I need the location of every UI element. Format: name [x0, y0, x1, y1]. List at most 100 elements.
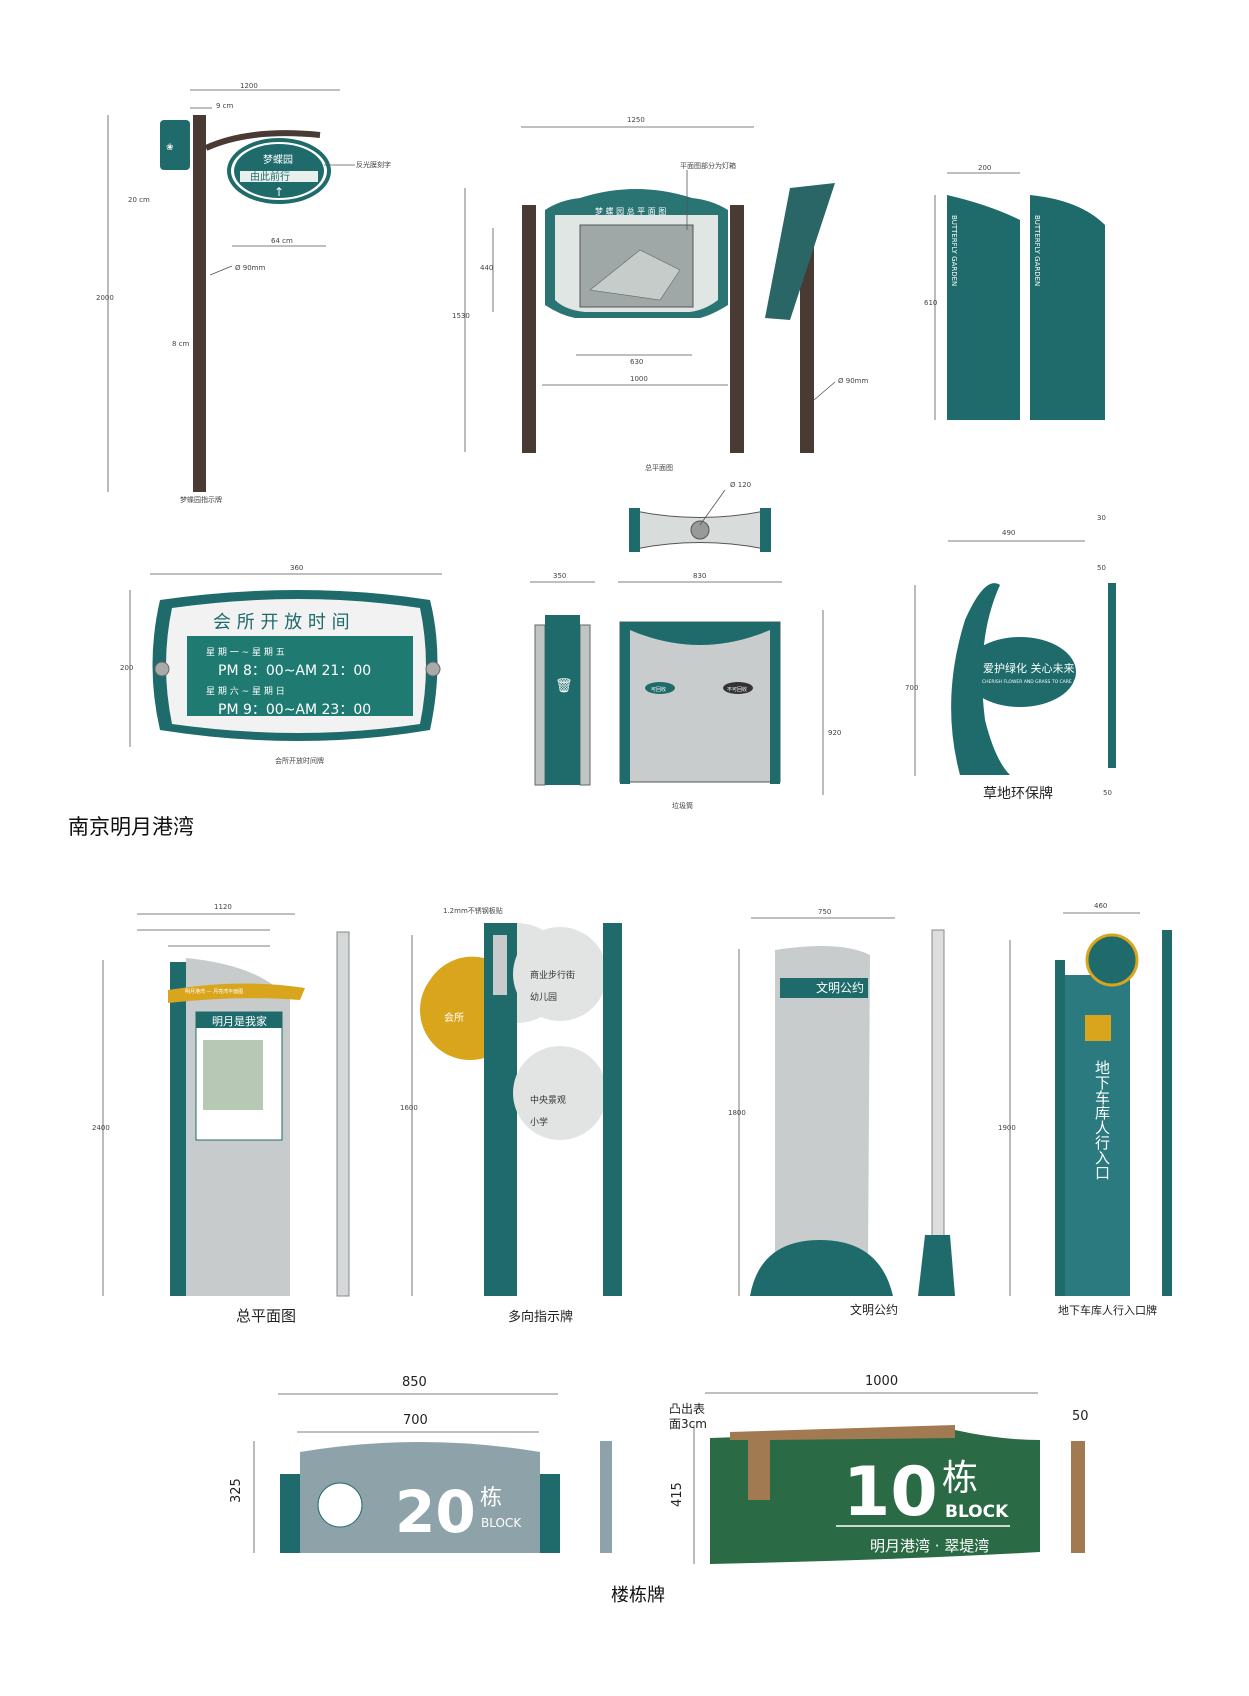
svg-text:10: 10 [843, 1453, 938, 1532]
caption: 多向指示牌 [508, 1309, 573, 1325]
dim-label: 1000 [630, 375, 648, 383]
svg-text:PM 8：00~AM 21：00: PM 8：00~AM 21：00 [218, 663, 371, 679]
lawn-sign: 490 700 爱护绿化 关心未来 CHERISH FLOWER AND GRA… [905, 514, 1116, 802]
svg-text:1.2mm不锈钢板贴: 1.2mm不锈钢板贴 [443, 906, 503, 915]
block20-panel [300, 1442, 540, 1553]
svg-text:栋: 栋 [942, 1458, 978, 1499]
sign-name: 梦蝶园 [263, 153, 293, 166]
direction-sign: 1.2mm不锈钢板贴 会所 商业步行街 幼儿园 中央景观 小学 1600 多向指… [400, 906, 622, 1325]
dim-label: 440 [480, 264, 493, 272]
svg-text:325: 325 [229, 1478, 244, 1503]
svg-text:星 期 六 ~ 星 期 日: 星 期 六 ~ 星 期 日 [206, 685, 285, 697]
caption: 会所开放时间牌 [275, 756, 324, 765]
svg-text:小学: 小学 [530, 1116, 548, 1128]
caption: 地下车库人行入口牌 [1058, 1303, 1157, 1317]
dim-label: 1250 [627, 116, 645, 124]
dim-label: 200 [978, 164, 991, 172]
svg-text:460: 460 [1094, 902, 1107, 910]
svg-text:地下车库人行入口: 地下车库人行入口 [1093, 1060, 1111, 1180]
svg-text:850: 850 [402, 1375, 427, 1390]
caption: 文明公约 [850, 1302, 898, 1317]
post-left [522, 205, 536, 453]
board-side [336, 931, 350, 1297]
svg-text:商业步行街: 商业步行街 [530, 969, 575, 981]
svg-text:BUTTERFLY GARDEN: BUTTERFLY GARDEN [950, 215, 958, 286]
lawn-side [1108, 583, 1116, 768]
sign-panel-left [947, 195, 1020, 420]
block-10-sign: 1000 凸出表 面3cm 415 10 栋 BLOCK 明月港湾 · 翠堤湾 … [669, 1374, 1089, 1564]
hours-sign: 360 200 会 所 开 放 时 间 星 期 一 ~ 星 期 五 PM 8：0… [120, 564, 442, 765]
plan-board-2: 1120 2400 明月港湾 — 月亮湾平面图 明月是我家 总平面图 [92, 903, 350, 1325]
dim-label: 1200 [240, 82, 258, 90]
caption: 草地环保牌 [983, 785, 1053, 802]
dim-label: Ø 90mm [235, 264, 265, 272]
dim-label: 20 cm [128, 196, 150, 204]
svg-text:可回收: 可回收 [651, 686, 666, 693]
post-right [730, 205, 744, 453]
svg-text:栋: 栋 [480, 1486, 502, 1511]
svg-text:1600: 1600 [400, 1104, 418, 1112]
svg-text:750: 750 [818, 908, 831, 916]
dim-label: 360 [290, 564, 303, 572]
block10-panel [710, 1430, 1040, 1564]
dim-label: 8 cm [172, 340, 190, 348]
note-label: 反光膜刻字 [356, 160, 391, 169]
caption: 梦蝶园指示牌 [180, 495, 222, 504]
sign-pole [193, 115, 206, 492]
svg-text:幼儿园: 幼儿园 [530, 991, 557, 1003]
svg-text:700: 700 [403, 1413, 428, 1428]
svg-text:30: 30 [1097, 514, 1106, 522]
svg-text:1000: 1000 [865, 1374, 898, 1389]
board-post [170, 962, 186, 1296]
svg-text:凸出表: 凸出表 [669, 1402, 705, 1416]
svg-text:明月港湾 · 翠堤湾: 明月港湾 · 翠堤湾 [870, 1537, 989, 1555]
civility-base [750, 1240, 893, 1296]
direction-side [603, 923, 622, 1296]
svg-text:面3cm: 面3cm [669, 1417, 707, 1431]
svg-text:明月港湾 — 月亮湾平面图: 明月港湾 — 月亮湾平面图 [185, 988, 243, 995]
svg-text:不可回收: 不可回收 [727, 686, 747, 693]
pole-sign: 1200 9 cm ❀ 梦蝶园 由此前行 ↑ 反光膜刻字 20 cm 64 cm… [96, 82, 391, 504]
flag-logo-panel [160, 120, 190, 170]
svg-text:20: 20 [395, 1478, 476, 1546]
svg-text:50: 50 [1103, 789, 1112, 797]
hours-panel [187, 636, 413, 716]
trash-bin: Ø 120 350 830 🗑 可回收 不可回收 920 垃圾筒 [530, 481, 841, 810]
dim-label: 610 [924, 299, 937, 307]
bin-front [619, 621, 781, 783]
dim-label: 830 [693, 572, 706, 580]
svg-text:50: 50 [1072, 1409, 1089, 1424]
svg-text:PM 9：00~AM 23：00: PM 9：00~AM 23：00 [218, 702, 371, 718]
block-20-sign: 850 700 325 20 栋 BLOCK [229, 1375, 612, 1553]
caption: 总平面图 [236, 1307, 296, 1325]
svg-text:2400: 2400 [92, 1124, 110, 1132]
svg-text:1800: 1800 [728, 1109, 746, 1117]
note-label: 平面图部分为灯箱 [680, 161, 736, 170]
dim-label: 490 [1002, 529, 1015, 537]
plan-board: 1250 1530 440 梦 蝶 园 总 平 面 图 平面图部分为灯箱 630… [452, 116, 868, 472]
svg-text:1900: 1900 [998, 1124, 1016, 1132]
caption: 楼栋牌 [611, 1585, 665, 1606]
svg-text:BLOCK: BLOCK [481, 1516, 522, 1530]
svg-text:文明公约: 文明公约 [816, 980, 864, 995]
svg-text:415: 415 [670, 1482, 685, 1507]
dim-label: 9 cm [216, 102, 234, 110]
svg-text:会所: 会所 [444, 1011, 464, 1024]
svg-text:明月是我家: 明月是我家 [212, 1014, 267, 1028]
multi-sign: 200 610 BUTTERFLY GARDEN BUTTERFLY GARDE… [924, 164, 1105, 420]
caption: 垃圾筒 [672, 801, 693, 810]
project-title: 南京明月港湾 [68, 815, 194, 839]
dim-label: 200 [120, 664, 133, 672]
svg-text:50: 50 [1097, 564, 1106, 572]
svg-text:CHERISH FLOWER AND GRASS TO CA: CHERISH FLOWER AND GRASS TO CARE ABOUT F… [982, 679, 1108, 685]
dim-label: 630 [630, 358, 643, 366]
sign-arm [204, 130, 321, 151]
dim-label: 64 cm [271, 237, 293, 245]
svg-text:1120: 1120 [214, 903, 232, 911]
hours-title: 会 所 开 放 时 间 [213, 612, 350, 633]
svg-text:星 期 一 ~ 星 期 五: 星 期 一 ~ 星 期 五 [206, 647, 285, 658]
dim-label: 920 [828, 729, 841, 737]
svg-text:↑: ↑ [274, 185, 284, 199]
lawn-oval [964, 637, 1076, 707]
